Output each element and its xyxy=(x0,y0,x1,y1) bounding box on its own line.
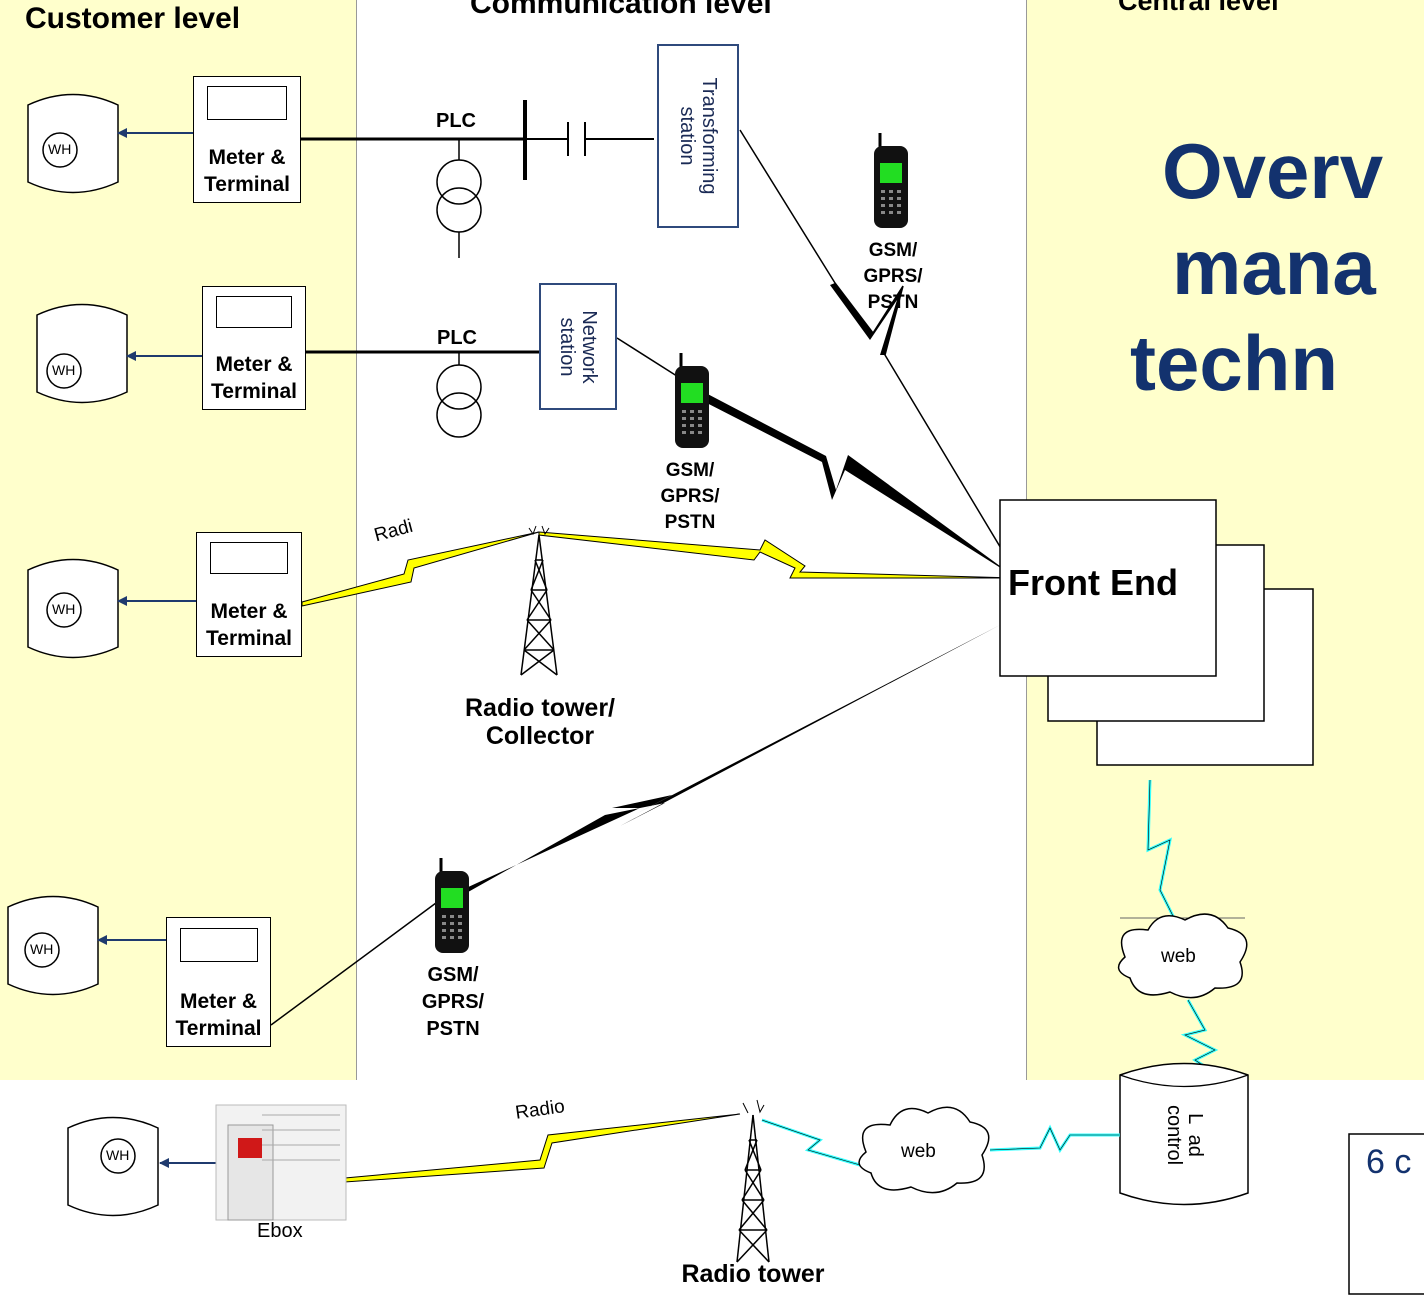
wh-label-4: WH xyxy=(30,941,54,957)
slide-title-line-1: Overv xyxy=(1162,127,1384,215)
gsm-label-1: GSM/ GPRS/ PSTN xyxy=(863,240,923,313)
slide-title-line-3: techn xyxy=(1130,319,1339,407)
wh-meter-cylinder-2 xyxy=(36,303,128,404)
mobile-phone-icon-2 xyxy=(675,353,709,448)
plc-label-1: PLC xyxy=(436,110,476,132)
meter-terminal-label: Meter & Terminal xyxy=(175,990,262,1040)
transformer-symbol-1 xyxy=(436,139,482,258)
radio-tower-icon xyxy=(736,1099,770,1263)
radio-tower-collector-icon xyxy=(520,525,558,676)
wh-meter-cylinder-5 xyxy=(67,1116,159,1217)
wh-meter-cylinder-1 xyxy=(27,93,119,194)
meter-terminal-label: Meter & Terminal xyxy=(206,600,292,650)
gsm-label-2: GSM/ GPRS/ PSTN xyxy=(660,460,720,533)
mobile-phone-icon-3 xyxy=(435,858,469,953)
central-level-heading: Central level xyxy=(1118,0,1279,16)
load-control-cylinder xyxy=(1119,1062,1249,1206)
web-label-bottom: web xyxy=(901,1141,936,1162)
transforming-station-box: Transforming station xyxy=(657,44,739,228)
load-control-label: L ad control xyxy=(1163,1104,1206,1166)
mobile-phone-icon-1 xyxy=(874,133,908,228)
meter-terminal-box-1: Meter & Terminal xyxy=(193,76,301,203)
meter-terminal-label: Meter & Terminal xyxy=(211,353,297,403)
network-station-box: Network station xyxy=(539,283,617,410)
transformer-symbol-2 xyxy=(436,352,482,438)
web-cloud-bottom xyxy=(858,1106,990,1194)
wh-label-3: WH xyxy=(52,601,76,617)
meter-terminal-box-3: Meter & Terminal xyxy=(196,532,302,657)
page-number: 6 c xyxy=(1366,1143,1412,1181)
meter-terminal-box-2: Meter & Terminal xyxy=(202,286,306,410)
ebox-device-image xyxy=(215,1104,347,1221)
meter-terminal-label: Meter & Terminal xyxy=(204,146,290,196)
plc-label-2: PLC xyxy=(437,327,477,349)
front-end-label: Front End xyxy=(1008,562,1178,603)
ebox-label: Ebox xyxy=(257,1220,303,1242)
radio-tower-label: Radio tower xyxy=(681,1260,825,1288)
wh-meter-cylinder-3 xyxy=(27,558,119,659)
wh-label-2: WH xyxy=(52,362,76,378)
web-cloud-central xyxy=(1117,913,1248,999)
communication-level-heading: Communication level xyxy=(470,0,772,20)
meter-terminal-box-4: Meter & Terminal xyxy=(166,917,271,1047)
radio-tower-collector-label: Radio tower/ Collector xyxy=(464,694,615,750)
wh-label-1: WH xyxy=(48,141,72,157)
wh-label-5: WH xyxy=(106,1147,130,1163)
slide-title-line-2: mana xyxy=(1172,223,1376,311)
web-label-central: web xyxy=(1161,946,1196,967)
customer-level-heading: Customer level xyxy=(25,2,241,35)
wh-meter-cylinder-4 xyxy=(7,895,99,996)
gsm-label-3: GSM/ GPRS/ PSTN xyxy=(421,964,485,1040)
